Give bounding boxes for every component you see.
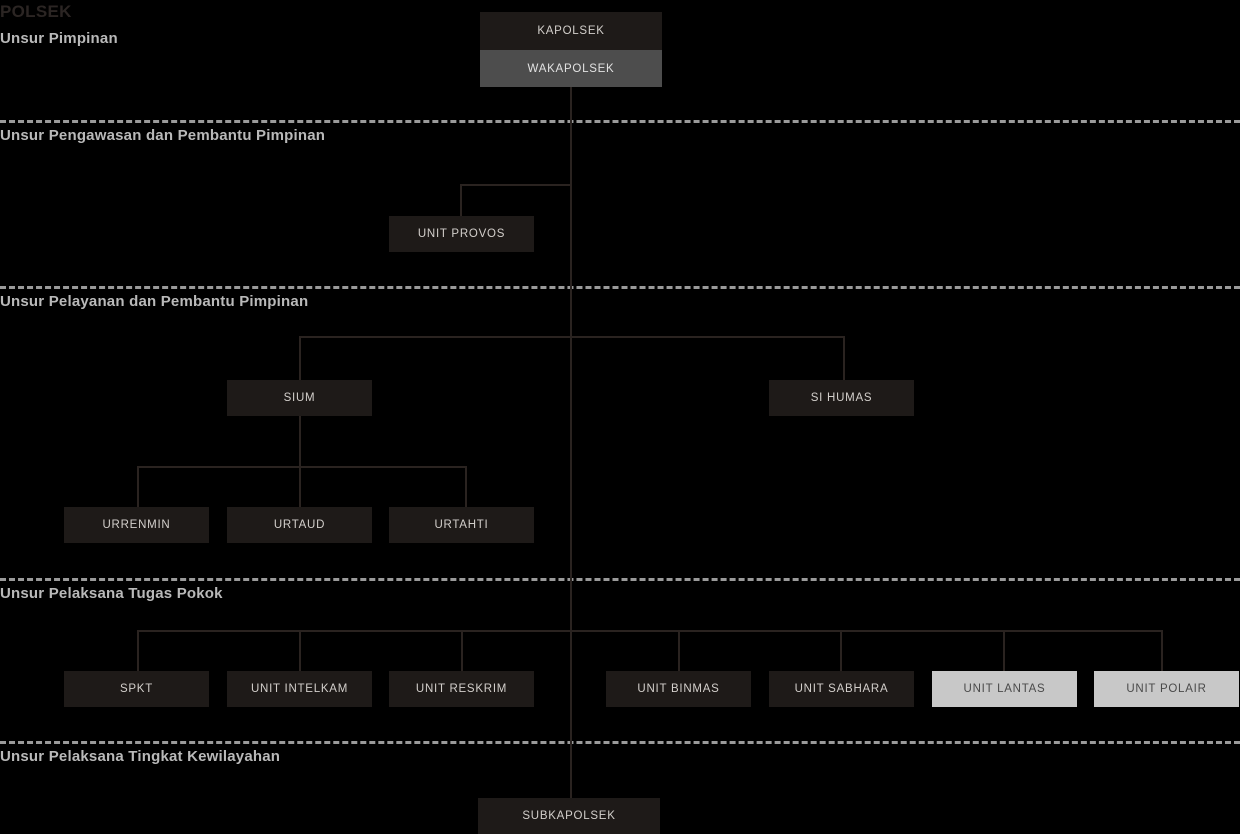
connector-trunk-top [570, 87, 572, 184]
node-si-humas-label: SI HUMAS [810, 392, 873, 404]
connector-drop-unit-reskrim [461, 630, 463, 671]
connector-trunk-provos [570, 184, 572, 336]
section-label-unsur-pengawasan: Unsur Pengawasan dan Pembantu Pimpinan [0, 127, 326, 144]
connector-sium-children-bus [137, 466, 467, 468]
connector-drop-si-humas [843, 336, 845, 380]
node-sium[interactable]: SIUM [227, 380, 372, 416]
section-divider-4 [0, 741, 1240, 744]
node-subkapolsek[interactable]: SUBKAPOLSEK [478, 798, 660, 834]
connector-trunk-middle [570, 336, 572, 632]
section-divider-1 [0, 120, 1240, 123]
node-si-humas[interactable]: SI HUMAS [769, 380, 914, 416]
node-kapolsek-label: KAPOLSEK [537, 25, 605, 37]
section-label-unsur-tugas-pokok: Unsur Pelaksana Tugas Pokok [0, 585, 223, 602]
connector-drop-spkt [137, 630, 139, 671]
connector-drop-unit-lantas [1003, 630, 1005, 671]
node-wakapolsek[interactable]: WAKAPOLSEK [480, 50, 662, 87]
connector-sium-stem [299, 416, 301, 466]
connector-drop-sium [299, 336, 301, 380]
connector-drop-unit-intelkam [299, 630, 301, 671]
node-unit-polair-label: UNIT POLAIR [1126, 683, 1207, 695]
connector-drop-unit-polair [1161, 630, 1163, 671]
node-unit-lantas-label: UNIT LANTAS [963, 683, 1046, 695]
section-label-unsur-kewilayahan: Unsur Pelaksana Tingkat Kewilayahan [0, 748, 281, 765]
node-unit-sabhara[interactable]: UNIT SABHARA [769, 671, 914, 707]
node-unit-binmas[interactable]: UNIT BINMAS [606, 671, 751, 707]
section-divider-3 [0, 578, 1240, 581]
node-unit-provos[interactable]: UNIT PROVOS [389, 216, 534, 252]
node-urtahti[interactable]: URTAHTI [389, 507, 534, 543]
node-kapolsek[interactable]: KAPOLSEK [480, 12, 662, 50]
node-unit-intelkam-label: UNIT INTELKAM [250, 683, 349, 695]
node-subkapolsek-label: SUBKAPOLSEK [522, 810, 616, 822]
connector-trunk-bottom [570, 630, 572, 798]
section-divider-2 [0, 286, 1240, 289]
connector-provos-horizontal [460, 184, 572, 186]
node-urrenmin[interactable]: URRENMIN [64, 507, 209, 543]
node-unit-provos-label: UNIT PROVOS [417, 228, 506, 240]
node-urtahti-label: URTAHTI [434, 519, 489, 531]
node-unit-sabhara-label: UNIT SABHARA [794, 683, 889, 695]
connector-provos-vertical [460, 184, 462, 216]
connector-drop-urtaud [299, 466, 301, 507]
node-unit-polair[interactable]: UNIT POLAIR [1094, 671, 1239, 707]
connector-pelayanan-bus [299, 336, 845, 338]
node-unit-intelkam[interactable]: UNIT INTELKAM [227, 671, 372, 707]
node-unit-reskrim[interactable]: UNIT RESKRIM [389, 671, 534, 707]
node-wakapolsek-label: WAKAPOLSEK [527, 62, 615, 75]
node-unit-lantas[interactable]: UNIT LANTAS [932, 671, 1077, 707]
page-title: POLSEK [0, 2, 72, 21]
node-sium-label: SIUM [283, 392, 316, 404]
connector-drop-urrenmin [137, 466, 139, 507]
section-label-unsur-pimpinan: Unsur Pimpinan [0, 30, 118, 47]
node-spkt[interactable]: SPKT [64, 671, 209, 707]
connector-drop-unit-binmas [678, 630, 680, 671]
node-spkt-label: SPKT [119, 683, 154, 695]
node-unit-reskrim-label: UNIT RESKRIM [415, 683, 508, 695]
connector-tugas-pokok-bus [137, 630, 1162, 632]
node-unit-binmas-label: UNIT BINMAS [637, 683, 720, 695]
connector-drop-unit-sabhara [840, 630, 842, 671]
node-urtaud[interactable]: URTAUD [227, 507, 372, 543]
node-urrenmin-label: URRENMIN [102, 519, 171, 531]
section-label-unsur-pelayanan: Unsur Pelayanan dan Pembantu Pimpinan [0, 293, 309, 310]
connector-drop-urtahti [465, 466, 467, 507]
node-urtaud-label: URTAUD [273, 519, 326, 531]
